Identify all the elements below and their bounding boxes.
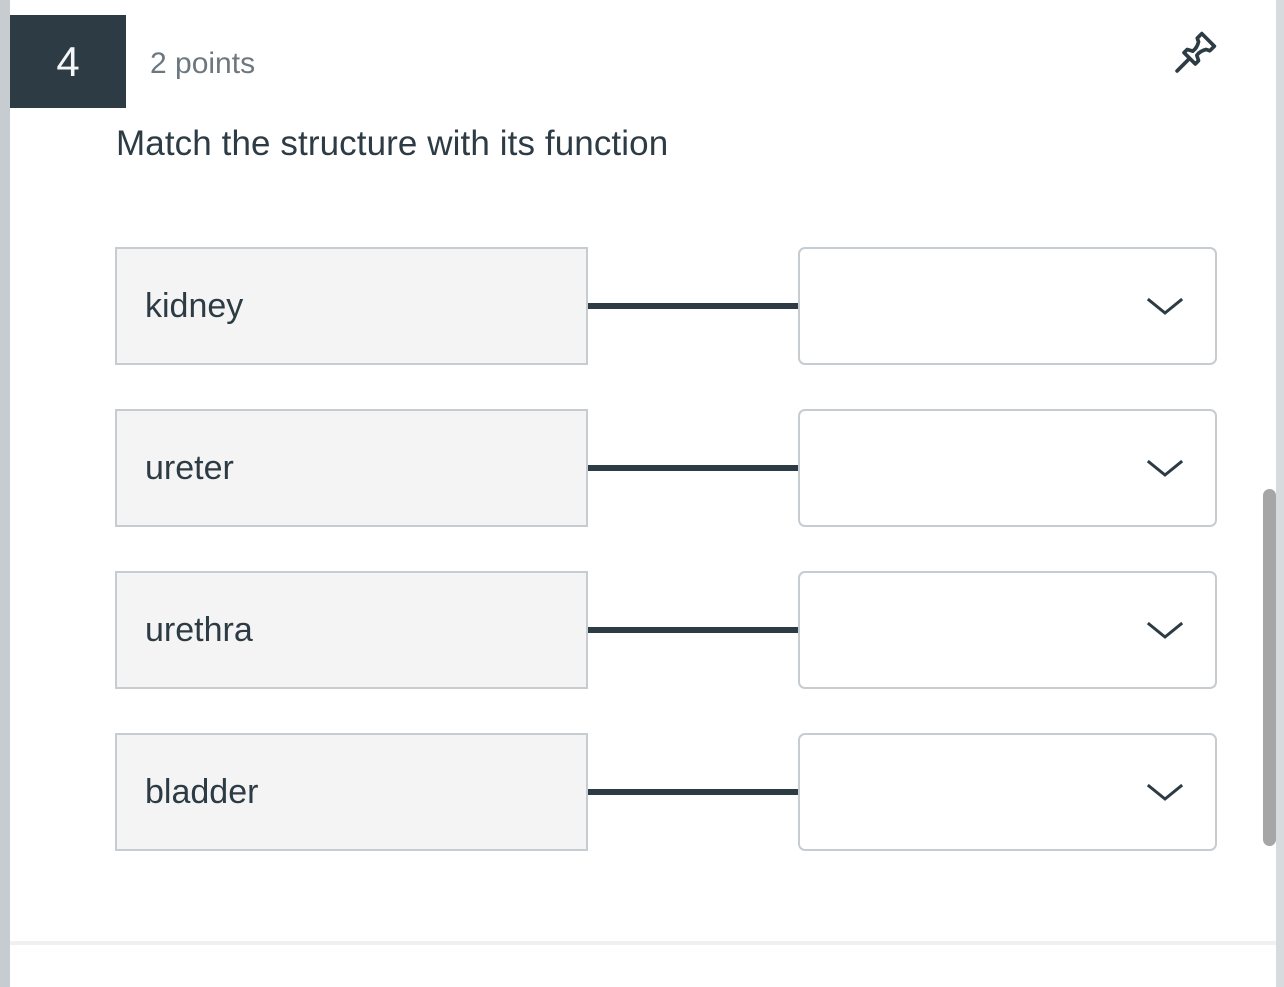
chevron-down-icon: [1145, 618, 1185, 642]
question-prompt: Match the structure with its function: [116, 124, 669, 163]
question-number-badge: 4: [10, 15, 126, 108]
question-points-label: 2 points: [150, 47, 256, 80]
question-card: 4 2 points Match the structure with its …: [10, 0, 1284, 943]
match-term-label: urethra: [145, 611, 253, 649]
pin-question-button[interactable]: [1166, 26, 1222, 82]
match-term-box: urethra: [115, 571, 588, 689]
match-row: urethra: [10, 571, 1284, 689]
match-connector-line: [588, 303, 800, 309]
question-number-text: 4: [56, 37, 80, 85]
match-term-label: kidney: [145, 287, 244, 325]
match-term-box: kidney: [115, 247, 588, 365]
match-term-label: bladder: [145, 773, 259, 811]
chevron-down-icon: [1145, 456, 1185, 480]
match-answer-dropdown[interactable]: [798, 247, 1217, 365]
chevron-down-icon: [1145, 780, 1185, 804]
vertical-scrollbar-track[interactable]: [1276, 0, 1284, 987]
match-answer-dropdown[interactable]: [798, 409, 1217, 527]
card-bottom-divider: [10, 941, 1284, 945]
match-term-label: ureter: [145, 449, 234, 487]
match-answer-dropdown[interactable]: [798, 571, 1217, 689]
match-term-box: bladder: [115, 733, 588, 851]
match-connector-line: [588, 789, 800, 795]
vertical-scrollbar-thumb[interactable]: [1263, 489, 1276, 846]
match-row: bladder: [10, 733, 1284, 851]
chevron-down-icon: [1145, 294, 1185, 318]
match-row: kidney: [10, 247, 1284, 365]
match-connector-line: [588, 465, 800, 471]
match-term-box: ureter: [115, 409, 588, 527]
match-connector-line: [588, 627, 800, 633]
next-question-area: [10, 945, 1284, 987]
pushpin-icon: [1168, 28, 1220, 80]
match-answer-dropdown[interactable]: [798, 733, 1217, 851]
question-header: 4 2 points: [10, 0, 1284, 120]
left-edge-rail: [0, 0, 10, 987]
matching-rows-list: kidney ureter: [10, 247, 1284, 895]
match-row: ureter: [10, 409, 1284, 527]
